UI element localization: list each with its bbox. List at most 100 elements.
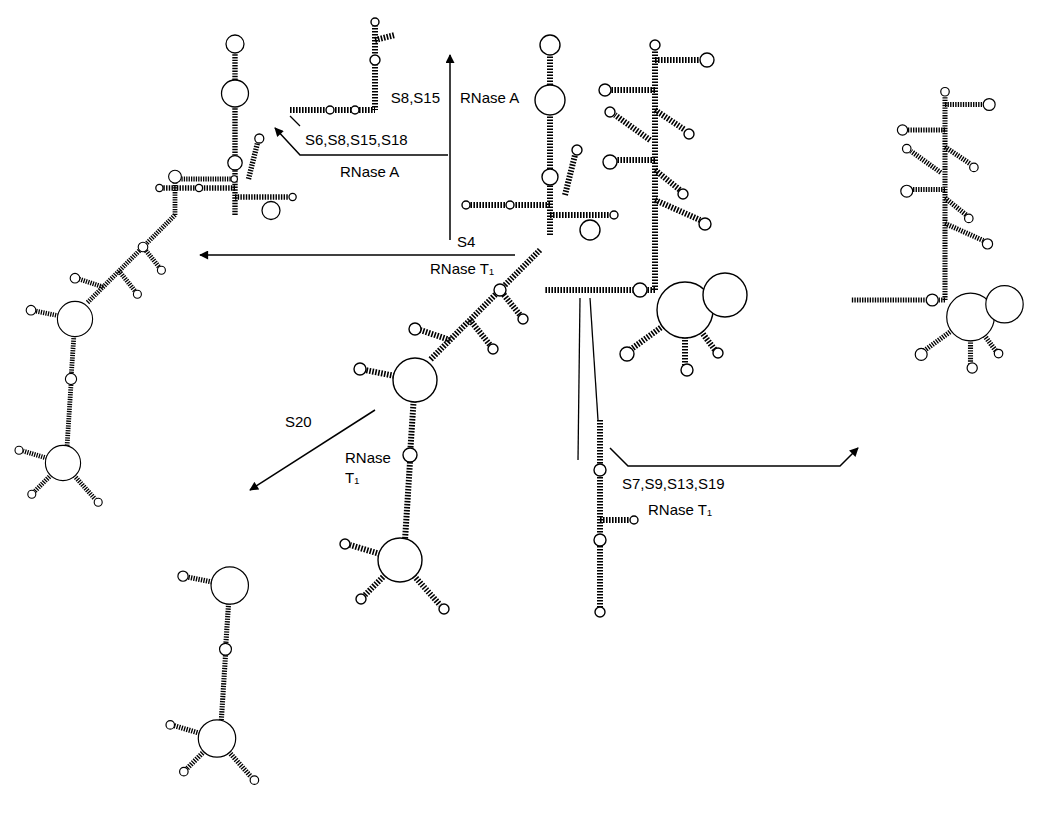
arrow-label: RNase T₁ [648, 500, 712, 520]
helix-stem [173, 183, 178, 215]
loop [901, 185, 913, 197]
loop [26, 305, 36, 315]
digestion-arrow [610, 448, 858, 466]
helix-stem [547, 55, 553, 85]
helix-stem [550, 212, 610, 218]
helix-stem [67, 385, 71, 447]
helix-stem [565, 155, 575, 195]
loop [540, 35, 560, 55]
helix-stem [119, 271, 135, 291]
loop [220, 643, 232, 655]
fragment-s4 [15, 170, 237, 506]
central-3prime-domain [578, 298, 638, 617]
loop [222, 80, 249, 107]
helix-stem [945, 224, 983, 241]
loop [982, 239, 992, 249]
helix-stem [470, 202, 550, 208]
loop [494, 284, 506, 296]
loop [703, 273, 747, 317]
loop [231, 176, 237, 182]
helix-stem [375, 35, 395, 40]
loop [28, 490, 36, 498]
loop [370, 55, 380, 65]
loop [371, 18, 379, 26]
helix-stem [911, 151, 941, 172]
helix-stem [610, 87, 655, 93]
loop [684, 129, 694, 139]
helix-stem [79, 279, 103, 287]
loop [594, 464, 606, 476]
loop [351, 106, 359, 114]
digestion-arrow [200, 254, 515, 256]
loop [198, 720, 235, 757]
helix-stem [547, 115, 553, 169]
loop [926, 294, 938, 306]
loop [57, 301, 92, 336]
fragment-rnase-a-large [156, 35, 296, 220]
loop [255, 134, 264, 143]
arrow-label: RNase A [340, 162, 399, 182]
loop [986, 286, 1023, 323]
helix-stem [249, 143, 258, 179]
strand [590, 298, 598, 420]
loop [15, 446, 23, 454]
helix-stem [235, 194, 289, 199]
loop [965, 214, 974, 223]
loop [699, 218, 711, 230]
fragment-s20 [166, 567, 259, 785]
helix-stem [655, 200, 700, 220]
arrow-label: S7,S9,S13,S19 [622, 474, 725, 494]
helix-stem [179, 177, 231, 182]
helix-stem [615, 157, 655, 163]
loop [226, 35, 244, 53]
helix-stem [420, 330, 450, 340]
loop [518, 314, 528, 324]
loop [542, 169, 558, 185]
helix-stem [232, 107, 237, 156]
central-5prime-domain [340, 250, 540, 614]
loop [340, 539, 350, 549]
loop [354, 363, 366, 375]
loop [378, 538, 422, 582]
digestion-arrow [275, 128, 448, 155]
loop [133, 290, 141, 298]
helix-stem [655, 57, 700, 63]
helix-stem [911, 187, 945, 192]
loop [393, 358, 437, 402]
loop [580, 220, 600, 240]
loop [915, 348, 927, 360]
loop [169, 170, 182, 183]
strand [290, 116, 300, 126]
loop [211, 567, 248, 604]
loop [595, 607, 605, 617]
loop [897, 125, 907, 135]
loop [178, 571, 188, 581]
helix-stem [655, 110, 685, 130]
loop [488, 344, 498, 354]
loop [599, 84, 611, 96]
loop [678, 189, 688, 199]
loop [289, 193, 296, 200]
loop [403, 448, 417, 462]
loop [970, 163, 979, 172]
arrow-label: S20 [285, 412, 312, 432]
central-top-domain [462, 35, 618, 240]
loop [681, 364, 693, 376]
digestion-arrow [449, 55, 451, 240]
loop [633, 283, 647, 297]
helix-stem [547, 185, 553, 235]
fragment-rnase-a-small [290, 18, 395, 126]
arrow-label: S6,S8,S15,S18 [305, 130, 408, 150]
loop [439, 604, 449, 614]
helix-stem [290, 107, 375, 113]
loop [156, 184, 163, 191]
loop [650, 40, 660, 50]
loop [994, 349, 1003, 358]
loop [180, 767, 189, 776]
loop [326, 106, 334, 114]
loop [700, 53, 714, 67]
loop [594, 534, 606, 546]
helix-stem [430, 250, 540, 360]
